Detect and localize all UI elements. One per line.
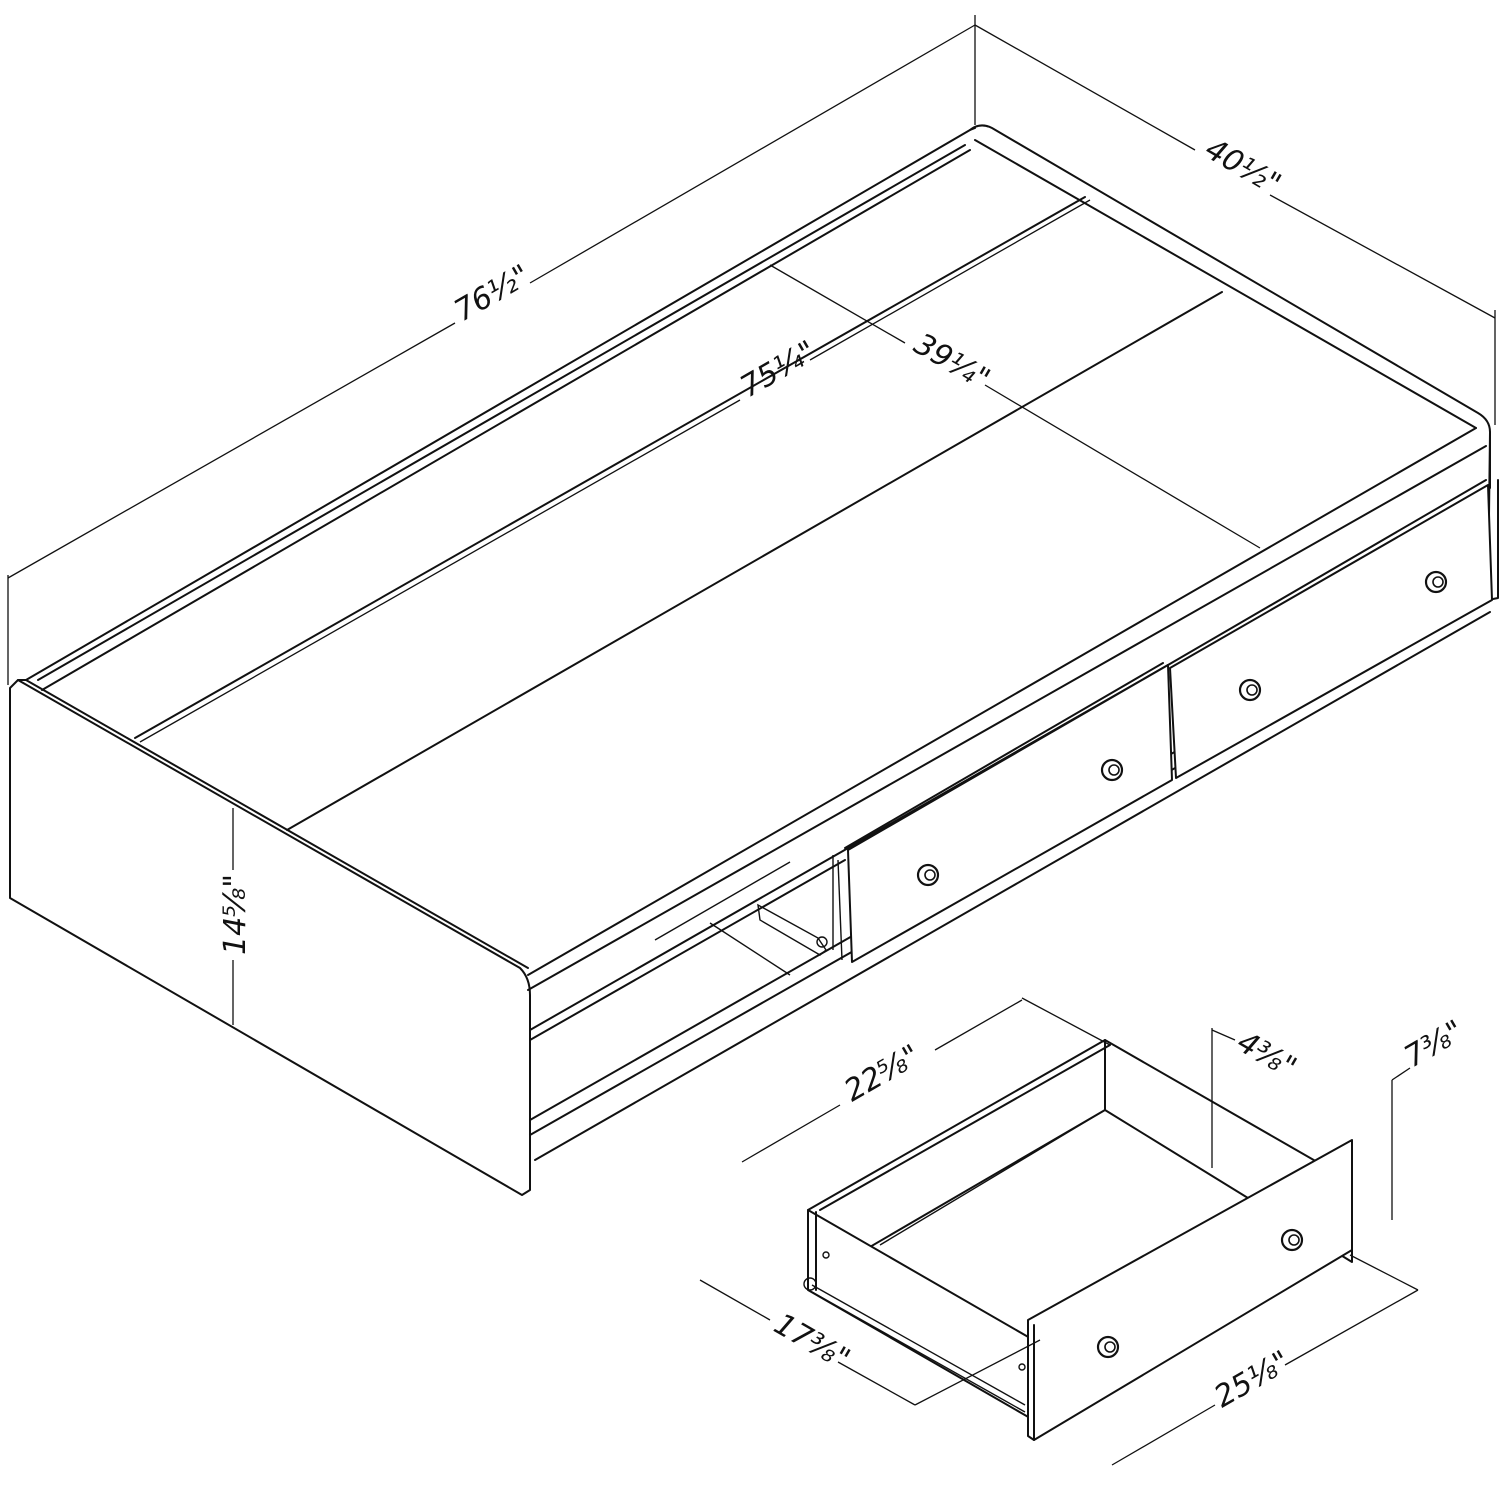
dim-mattress-length: 75¼" [735, 334, 823, 405]
knob-icon [1238, 678, 1262, 702]
drawer-right [1167, 479, 1493, 779]
dim-drawer-interior-height: 4⅜" [1231, 1025, 1302, 1086]
dim-drawer-front-height: 7⅜" [1399, 1014, 1470, 1075]
detached-drawer [803, 1039, 1353, 1441]
knob-icon [916, 863, 940, 887]
dim-drawer-front-width: 25⅛" [1209, 1344, 1297, 1415]
knob-icon [1100, 758, 1124, 782]
knob-icon [1280, 1228, 1304, 1252]
dimension-lines [7, 15, 1496, 1466]
dim-mattress-width: 39¼" [908, 327, 996, 398]
dim-overall-width: 40½" [1199, 132, 1287, 203]
knob-icon [1424, 570, 1448, 594]
dim-bed-height: 14⅝" [218, 874, 253, 955]
drawer-slide-left [757, 859, 843, 961]
knob-icon [1096, 1335, 1120, 1359]
drawer-middle [844, 662, 1173, 963]
dim-overall-length: 76½" [449, 258, 537, 329]
dim-drawer-depth: 22⅝" [839, 1038, 927, 1109]
dim-drawer-interior-width: 17⅜" [768, 1307, 856, 1378]
